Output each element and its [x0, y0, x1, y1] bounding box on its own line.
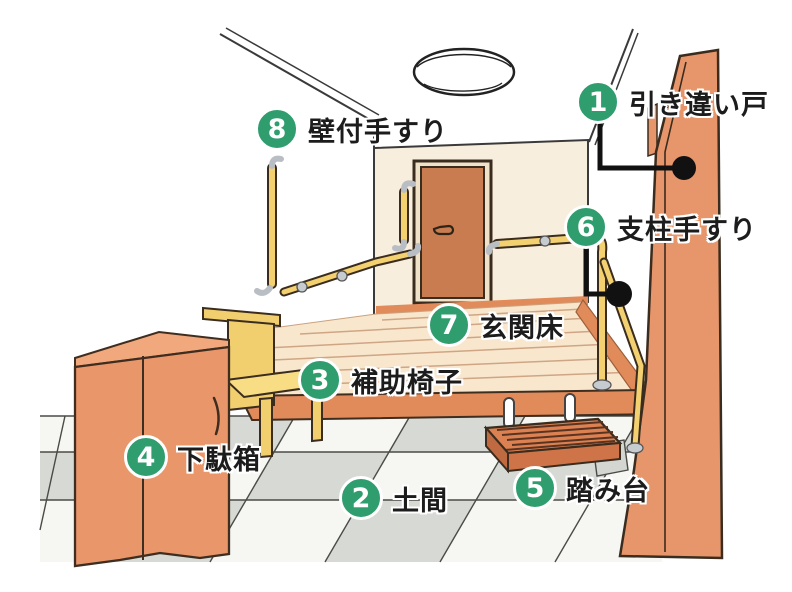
ceiling-light [412, 47, 516, 97]
label-sliding-door: 1 引き違い戸 [576, 80, 769, 124]
track-posts [503, 393, 576, 429]
cabinet-handle [212, 396, 220, 436]
sliding-door-panel [618, 48, 724, 560]
step-stool [483, 417, 623, 474]
label-doma: 2 土間 [339, 476, 448, 520]
label-genkan-floor: 7 玄関床 [427, 303, 564, 347]
entry-door [412, 159, 493, 305]
label-4-text: 下駄箱 [177, 444, 261, 476]
label-7-text: 玄関床 [480, 312, 564, 344]
label-1-text: 引き違い戸 [629, 89, 769, 121]
label-4-circle: 4 [124, 435, 168, 479]
label-bench: 3 補助椅子 [298, 358, 463, 402]
label-8-circle: 8 [255, 107, 299, 151]
label-wall-handrail: 8 壁付手すり [255, 107, 448, 151]
label-7-circle: 7 [427, 303, 471, 347]
door-handle-icon [432, 224, 455, 236]
label-3-text: 補助椅子 [351, 367, 463, 399]
label-2-circle: 2 [339, 476, 383, 520]
label-2-text: 土間 [392, 485, 448, 517]
label-8-text: 壁付手すり [308, 116, 448, 148]
callout-6-line [583, 248, 632, 307]
label-step-stool: 5 踏み台 [513, 466, 650, 510]
label-1-circle: 1 [576, 80, 620, 124]
label-3-circle: 3 [298, 358, 342, 402]
label-post-handrail: 6 支柱手すり [564, 205, 757, 249]
label-shoe-cabinet: 4 下駄箱 [124, 435, 261, 479]
label-5-text: 踏み台 [566, 475, 650, 507]
label-5-circle: 5 [513, 466, 557, 510]
callout-1-line [597, 122, 696, 180]
label-6-text: 支柱手すり [617, 214, 757, 246]
wood-floor [238, 296, 664, 477]
label-6-circle: 6 [564, 205, 608, 249]
